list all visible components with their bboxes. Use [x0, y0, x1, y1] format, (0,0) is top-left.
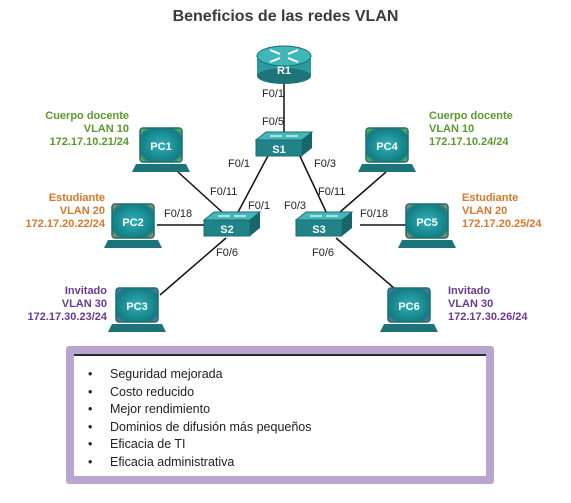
pc-icon-pc6[interactable]: PC6	[380, 287, 438, 332]
host-vlan: VLAN 30	[448, 298, 494, 310]
pc-icon-pc5[interactable]: PC5	[398, 203, 456, 248]
benefits-list-container: Seguridad mejorada Costo reducido Mejor …	[74, 354, 486, 476]
host-vlan: VLAN 20	[59, 205, 105, 217]
benefit-item: Eficacia administrativa	[88, 454, 486, 472]
port-label-s3-f011: F0/11	[318, 186, 345, 198]
switch-label-s2: S2	[220, 224, 233, 236]
switch-label-s1: S1	[272, 144, 285, 156]
pc-icon-pc4[interactable]: PC4	[358, 127, 416, 172]
host-ip: 172.17.20.25/24	[462, 218, 542, 230]
pc-label-pc4: PC4	[376, 141, 398, 153]
network-topology: R1 S1 S2 S3 PC1 PC2 PC3	[104, 45, 456, 332]
host-label-pc1: Cuerpo docente VLAN 10 172.17.10.21/24	[45, 110, 129, 149]
switch-label-s3: S3	[312, 224, 325, 236]
pc-label-pc2: PC2	[122, 217, 143, 229]
pc-label-pc5: PC5	[416, 217, 437, 229]
port-label-s2-f018: F0/18	[164, 208, 192, 220]
link-s1-s2	[235, 151, 271, 217]
pc-label-pc6: PC6	[398, 301, 419, 313]
benefit-item: Dominios de difusión más pequeños	[88, 419, 486, 437]
host-role: Invitado	[64, 285, 107, 297]
pc-icon-pc1[interactable]: PC1	[132, 127, 190, 172]
port-label-s1-f05: F0/5	[262, 116, 284, 128]
host-ip: 172.17.20.22/24	[25, 218, 105, 230]
benefit-item: Mejor rendimiento	[88, 401, 486, 419]
link-s1-s3	[297, 151, 329, 217]
diagram-title: Beneficios de las redes VLAN	[172, 8, 399, 25]
links	[157, 78, 410, 296]
host-label-pc6: Invitado VLAN 30 172.17.30.26/24	[448, 285, 528, 324]
link-s2-pc1	[177, 171, 223, 213]
host-role: Cuerpo docente	[429, 110, 513, 122]
host-ip: 172.17.10.21/24	[49, 136, 129, 148]
link-s2-pc3	[159, 237, 227, 296]
host-role: Estudiante	[48, 192, 105, 204]
pc-icon-pc2[interactable]: PC2	[104, 203, 162, 248]
host-role: Estudiante	[462, 192, 519, 204]
host-role: Cuerpo docente	[45, 110, 129, 122]
host-vlan: VLAN 10	[83, 123, 129, 135]
port-label-s2-f01: F0/1	[248, 200, 270, 212]
port-label-r1-f01: F0/1	[262, 88, 284, 100]
port-label-s1-f01: F0/1	[228, 158, 250, 170]
benefits-panel: Seguridad mejorada Costo reducido Mejor …	[66, 346, 494, 484]
host-label-pc2: Estudiante VLAN 20 172.17.20.22/24	[25, 192, 105, 231]
port-label-s3-f03: F0/3	[284, 200, 306, 212]
host-label-pc3: Invitado VLAN 30 172.17.30.23/24	[27, 285, 107, 324]
pc-label-pc1: PC1	[150, 141, 171, 153]
pc-label-pc3: PC3	[126, 301, 147, 313]
switch-icon-s1[interactable]: S1	[254, 131, 314, 157]
host-vlan: VLAN 10	[429, 123, 475, 135]
port-label-s1-f03: F0/3	[314, 158, 336, 170]
benefit-item: Seguridad mejorada	[88, 366, 486, 384]
port-label-s3-f018: F0/18	[360, 208, 388, 220]
benefit-item: Eficacia de TI	[88, 436, 486, 454]
router-icon[interactable]: R1	[256, 45, 312, 84]
host-ip: 172.17.10.24/24	[429, 136, 509, 148]
switch-icon-s3[interactable]: S3	[294, 211, 354, 237]
router-label: R1	[277, 65, 291, 77]
port-label-s3-f06: F0/6	[312, 247, 334, 259]
switch-icon-s2[interactable]: S2	[202, 211, 262, 237]
link-s3-pc4	[339, 171, 387, 213]
port-label-s2-f06: F0/6	[216, 247, 238, 259]
pc-icon-pc3[interactable]: PC3	[108, 287, 166, 332]
host-label-pc4: Cuerpo docente VLAN 10 172.17.10.24/24	[429, 110, 513, 149]
port-label-s2-f011: F0/11	[210, 186, 237, 198]
benefits-list: Seguridad mejorada Costo reducido Mejor …	[74, 366, 486, 471]
host-ip: 172.17.30.23/24	[27, 311, 107, 323]
host-label-pc5: Estudiante VLAN 20 172.17.20.25/24	[462, 192, 542, 231]
host-ip: 172.17.30.26/24	[448, 311, 528, 323]
link-s3-pc6	[335, 237, 403, 296]
host-vlan: VLAN 20	[462, 205, 508, 217]
benefit-item: Costo reducido	[88, 384, 486, 402]
host-role: Invitado	[448, 285, 491, 297]
host-vlan: VLAN 30	[61, 298, 107, 310]
